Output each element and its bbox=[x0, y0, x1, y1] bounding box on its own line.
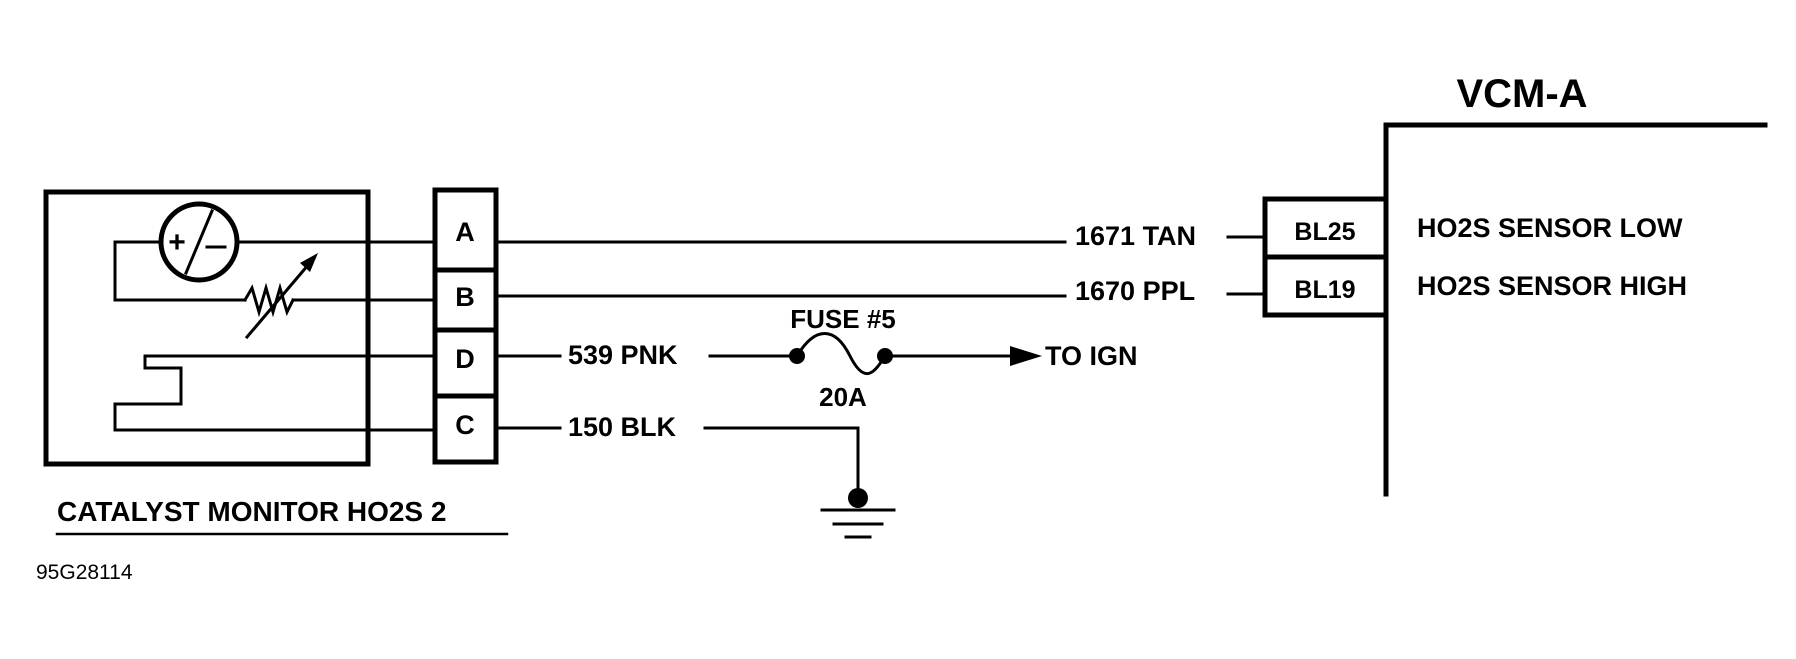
module-pin-function-high: HO2S SENSOR HIGH bbox=[1417, 271, 1687, 301]
module-name: VCM-A bbox=[1456, 72, 1587, 116]
wire-b-label: 1670 PPL bbox=[1075, 276, 1195, 306]
resistor-variable-arrowhead bbox=[300, 253, 318, 272]
ground-icon bbox=[820, 508, 896, 539]
wire-c-label: 150 BLK bbox=[568, 412, 677, 442]
sensor-heater-wiring bbox=[113, 354, 437, 432]
wire-a-label: 1671 TAN bbox=[1075, 221, 1196, 251]
sensor-name: CATALYST MONITOR HO2S 2 bbox=[57, 496, 446, 527]
sensor-symbol-slash bbox=[184, 209, 214, 275]
sensor-housing bbox=[43, 189, 371, 467]
wire-d-label: 539 PNK bbox=[568, 340, 678, 370]
connector-pin-d: D bbox=[455, 344, 475, 374]
fuse-label: FUSE #5 bbox=[790, 304, 896, 334]
connector-pin-b: B bbox=[455, 282, 475, 312]
sensor-plus-sign: + bbox=[168, 226, 186, 259]
ign-arrowhead bbox=[1010, 346, 1042, 366]
fuse-rating: 20A bbox=[819, 382, 867, 412]
module-pin-bl19: BL19 bbox=[1294, 276, 1355, 304]
ign-destination-label: TO IGN bbox=[1045, 341, 1138, 371]
connector-body bbox=[432, 187, 499, 465]
resistor-symbol bbox=[242, 282, 296, 318]
fuse-symbol bbox=[794, 332, 888, 376]
resistor-variable-arrow-shaft bbox=[244, 255, 317, 340]
sensor-internal-wire-left bbox=[113, 240, 247, 302]
module-pin-box-bl19 bbox=[1262, 254, 1389, 318]
connector-pin-a: A bbox=[455, 217, 475, 247]
connector-pin-c: C bbox=[455, 410, 475, 440]
module-outline bbox=[1383, 122, 1768, 497]
figure-id: 95G28114 bbox=[36, 561, 133, 584]
module-pin-function-low: HO2S SENSOR LOW bbox=[1417, 213, 1683, 243]
module-pin-bl25: BL25 bbox=[1294, 218, 1355, 246]
ground-splice-dot bbox=[848, 488, 868, 508]
wire-c-to-ground bbox=[703, 426, 860, 500]
